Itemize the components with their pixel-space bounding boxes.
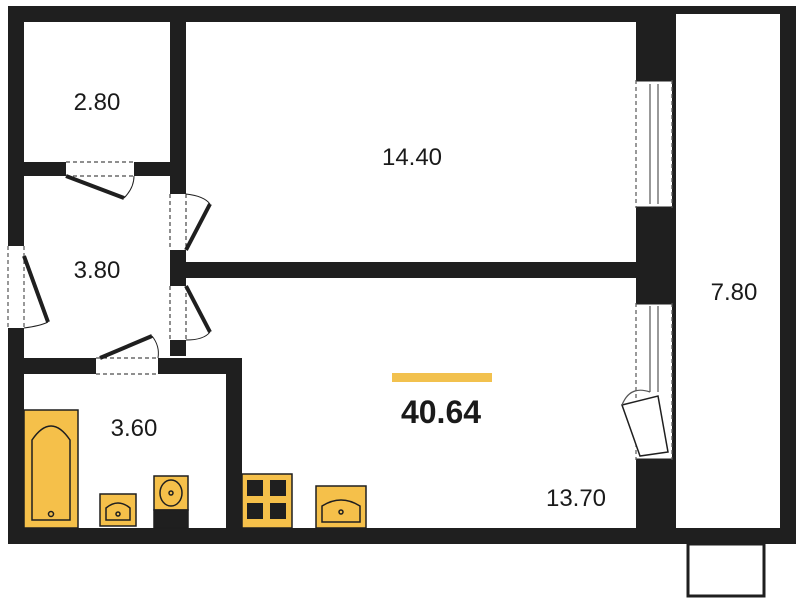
- window-kitchen-door: [621, 301, 673, 462]
- total-area-accent-bar: [392, 373, 492, 382]
- fixtures: [23, 409, 367, 529]
- room-area-balcony: 7.80: [711, 279, 758, 306]
- wall-storage-living: [170, 6, 186, 194]
- stove-icon: [241, 473, 293, 529]
- outer-wall-left-upper: [8, 6, 24, 246]
- kitchen-sink-icon: [315, 485, 367, 529]
- wall-hall-bath-right: [158, 358, 242, 374]
- bathtub-icon: [23, 409, 79, 529]
- wall-right-upper: [636, 6, 672, 80]
- toilet-icon: [153, 475, 189, 529]
- door-kitchen: [169, 285, 212, 341]
- sink-icon: [99, 493, 137, 527]
- balcony-wall-outer: [780, 6, 796, 544]
- windows: [7, 78, 673, 462]
- outer-wall-bottom: [8, 528, 793, 544]
- outer-wall-top: [8, 6, 668, 22]
- room-area-kitchen: 13.70: [546, 485, 606, 512]
- balcony-wall-inner: [668, 6, 676, 544]
- wall-right-mid: [636, 208, 672, 303]
- door-bathroom: [96, 334, 159, 375]
- wall-bath-kitchen: [226, 358, 242, 538]
- doors: [22, 161, 212, 375]
- window-living: [635, 78, 673, 210]
- walls: [8, 6, 796, 544]
- room-area-storage: 2.80: [74, 89, 121, 116]
- room-area-living-room: 14.40: [382, 144, 442, 171]
- room-area-bathroom: 3.60: [111, 415, 158, 442]
- wall-living-kitchen: [170, 262, 640, 278]
- balcony-wall-top: [668, 6, 794, 14]
- room-area-hallway: 3.80: [74, 257, 121, 284]
- wall-storage-bottom-left: [8, 162, 66, 176]
- door-storage: [65, 161, 135, 200]
- wall-hall-bath-left: [8, 358, 96, 374]
- outer-wall-left-lower: [8, 328, 24, 540]
- door-living: [169, 193, 212, 251]
- wall-hall-kitchen: [170, 340, 186, 356]
- balcony-step: [686, 542, 766, 598]
- entrance-opening: [7, 246, 25, 328]
- door-entrance: [22, 255, 50, 329]
- wall-right-lower: [636, 460, 672, 540]
- total-area: 40.64: [401, 394, 481, 430]
